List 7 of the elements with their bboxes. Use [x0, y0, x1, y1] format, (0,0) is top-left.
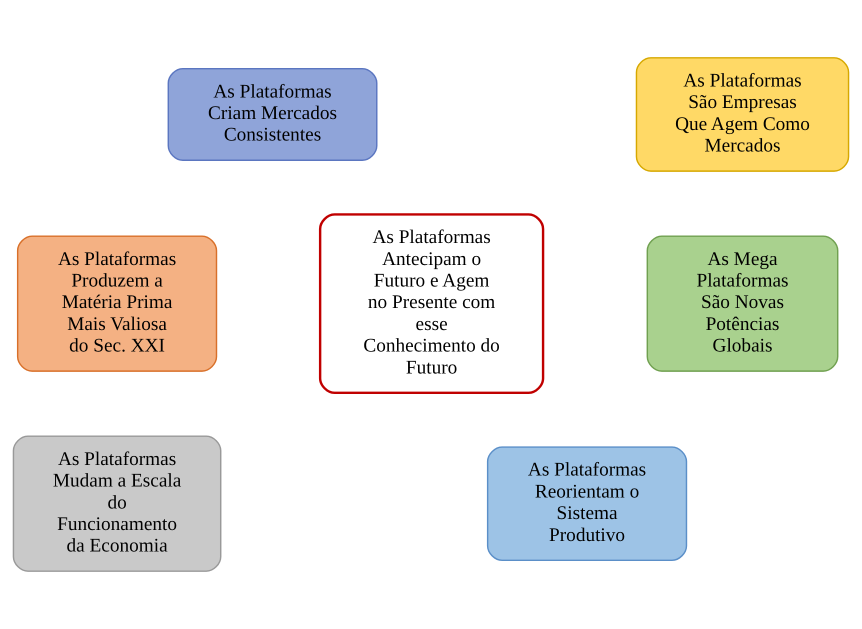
node-box: As Plataformas Produzem a Matéria Prima Mais Valiosa do Sec. XXI — [16, 235, 218, 372]
node-box: As Plataformas Mudam a Escala do Funcionamento da Economia — [12, 435, 222, 572]
node-box: As Plataformas Criam Mercados Consistentes — [168, 68, 378, 161]
node-box: As Plataformas Antecipam o Futuro e Agem no Presente com esse Conhecimento do Futuro — [318, 213, 544, 394]
node-box: As Plataformas São Empresas Que Agem Como Mercados — [636, 57, 850, 172]
node-box: As Plataformas Reorientam o Sistema Produtivo — [486, 446, 688, 562]
node-box: As Mega Plataformas São Novas Potências Globais — [646, 235, 838, 372]
